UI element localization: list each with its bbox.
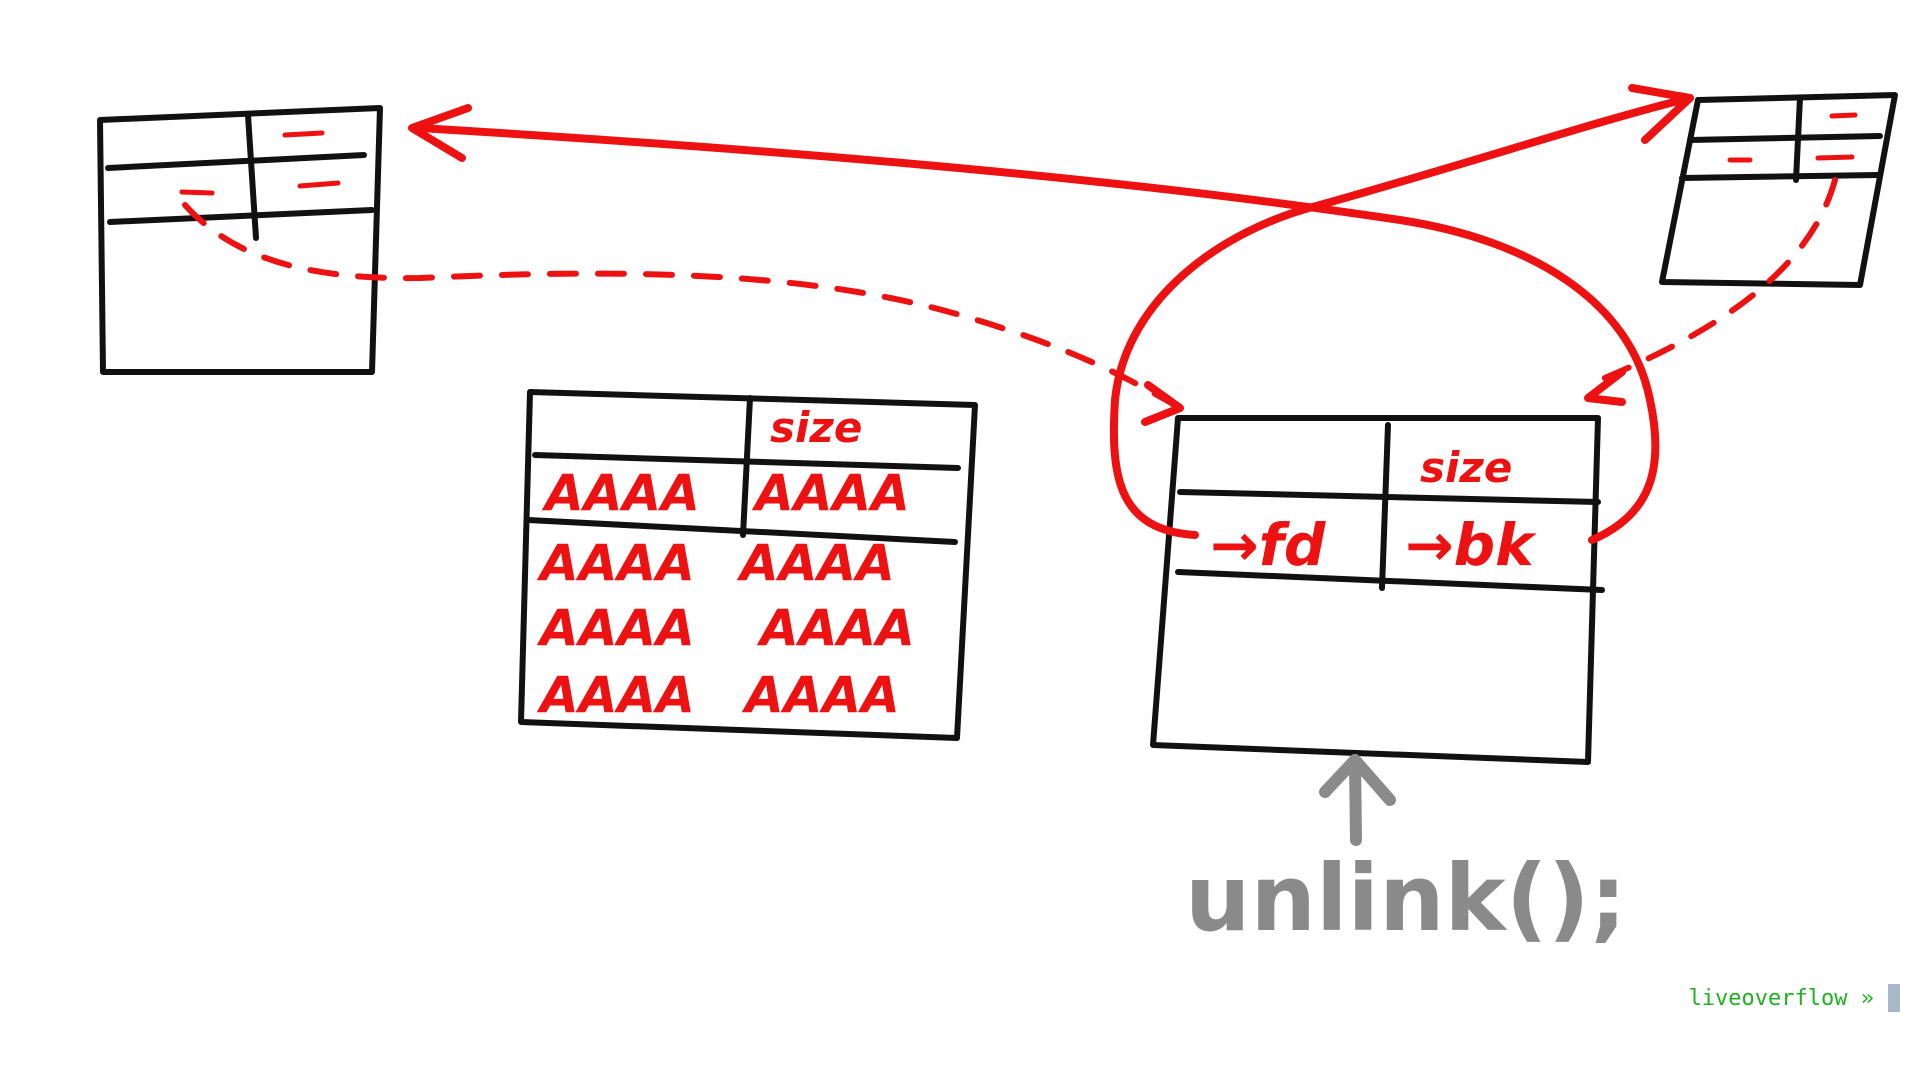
- dashed-pointer-left-arrowhead: [1141, 381, 1184, 426]
- payload-cell: AAAA: [536, 599, 695, 657]
- fd-label: →fd: [1210, 511, 1326, 579]
- dashed-pointer-right-arrowhead: [1584, 368, 1626, 406]
- payload-cell: AAAA: [536, 534, 695, 592]
- chunk-right-size-label: size: [1420, 443, 1512, 492]
- payload-cell: AAAA: [736, 534, 895, 592]
- terminal-prompt: liveoverflow »: [1689, 984, 1900, 1012]
- dashed-pointer-from-left: [182, 202, 1178, 408]
- chunk-left: [97, 105, 383, 375]
- payload-cell: AAAA: [536, 666, 695, 724]
- payload-cell: AAAA: [741, 666, 900, 724]
- dashed-pointer-from-right: [1597, 177, 1838, 383]
- bk-pointer-arrowhead: [408, 104, 472, 162]
- fd-pointer-arrowhead: [1628, 84, 1694, 144]
- fd-pointer-loop: [1109, 94, 1694, 539]
- bk-label: →bk: [1405, 511, 1537, 579]
- payload-cell: AAAA: [756, 599, 915, 657]
- prompt-text: liveoverflow »: [1688, 985, 1874, 1011]
- unlink-call-label: unlink();: [1185, 845, 1627, 952]
- payload-cell: AAAA: [751, 464, 910, 522]
- up-arrow-icon: [1349, 754, 1362, 846]
- chunk-middle-payload: AAAA AAAA AAAA AAAA AAAA AAAA AAAA AAAA: [536, 464, 915, 724]
- chunk-middle-size-label: size: [770, 403, 862, 452]
- payload-cell: AAAA: [541, 464, 700, 522]
- unlink-annotation: unlink();: [1185, 754, 1627, 952]
- text-cursor: [1888, 984, 1900, 1012]
- chunk-right: size →fd →bk: [1150, 415, 1605, 765]
- chunk-right-small: [1659, 92, 1898, 288]
- chunk-middle: size AAAA AAAA AAAA AAAA AAAA AAAA AAAA AAAA: [518, 389, 978, 741]
- bk-pointer-loop: [416, 124, 1660, 544]
